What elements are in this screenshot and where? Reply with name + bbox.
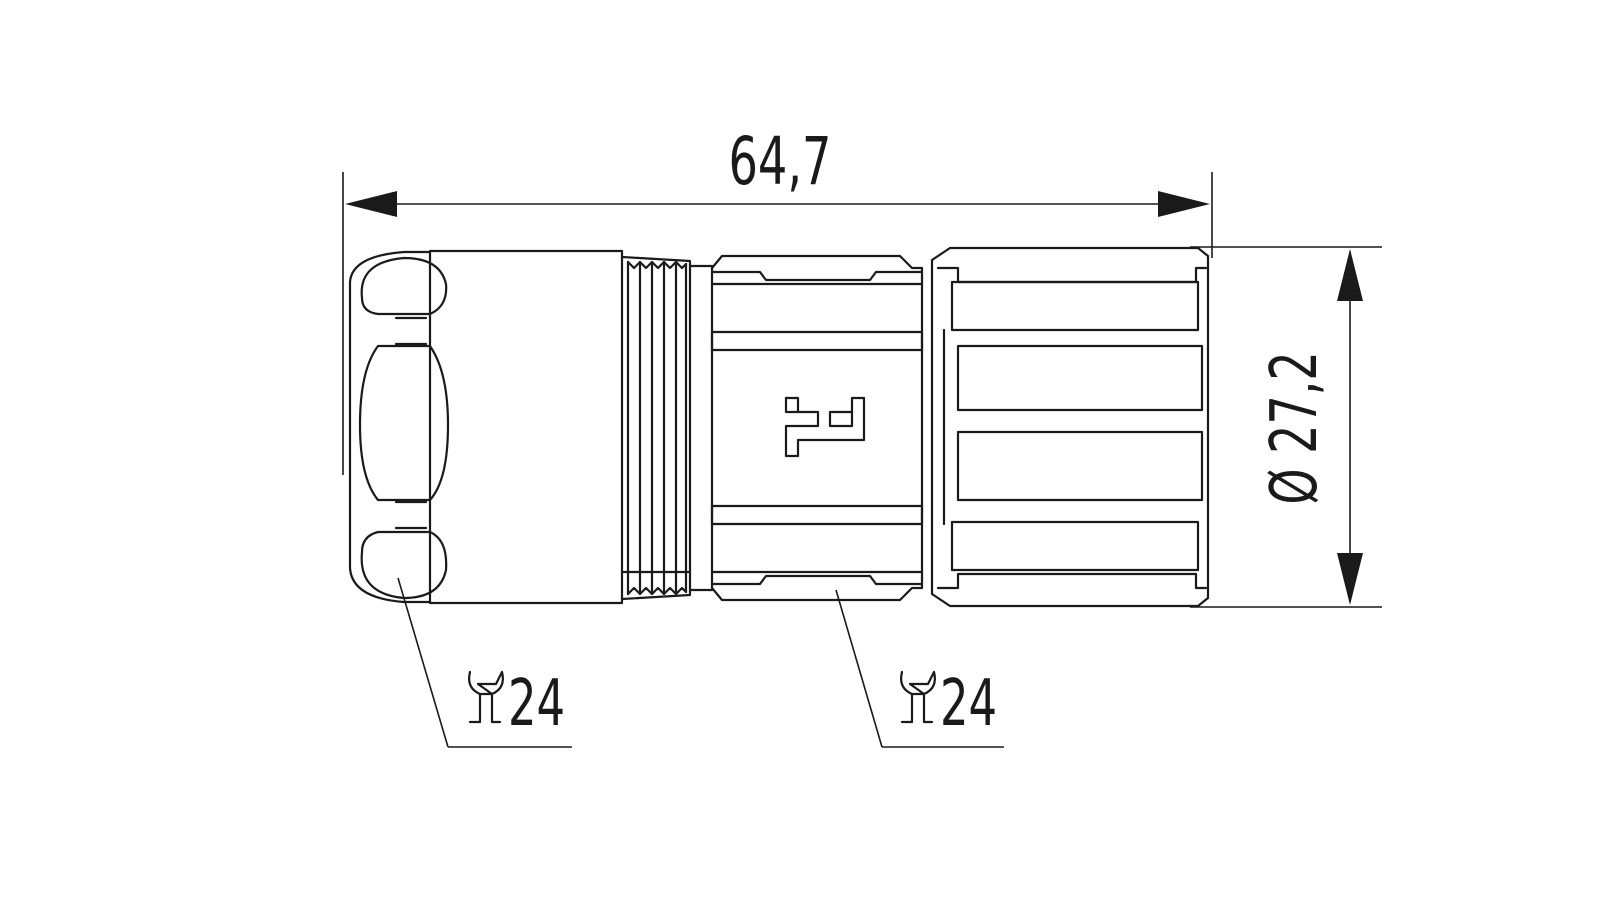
wrench-icon (900, 670, 936, 724)
wrench-size-2: 24 (940, 666, 997, 741)
wrench-callout-2: 24 (835, 589, 1004, 748)
wrench-size-1: 24 (508, 666, 565, 741)
housing-groove-bottom (710, 504, 924, 526)
arrowhead-top (1337, 249, 1363, 301)
leader-line (397, 577, 449, 748)
gland-cap (348, 250, 450, 604)
nut-rib (936, 266, 1208, 284)
arrowhead-bottom (1337, 553, 1363, 605)
thread-outline (620, 255, 692, 601)
housing-bottom-edge (710, 574, 924, 586)
nut-rib (956, 430, 1204, 502)
thread-teeth-top (626, 260, 688, 270)
coupling-housing (710, 254, 924, 602)
arrowhead-right (1158, 191, 1210, 217)
length-value: 64,7 (728, 123, 831, 200)
nut-rib (936, 572, 1208, 590)
nut-outline (930, 246, 1210, 608)
length-dimension: 64,7 (342, 123, 1213, 475)
leader-line (835, 589, 883, 748)
nut-rib (950, 520, 1200, 572)
nut-rib (950, 280, 1200, 332)
thread-section (620, 255, 714, 601)
cap-dome-top (360, 256, 448, 316)
arrowhead-left (345, 191, 397, 217)
cap-dome-bottom (360, 530, 448, 600)
diameter-dimension: Ø 27,2 (1190, 246, 1382, 608)
housing-top-edge (710, 270, 924, 282)
housing-outline (710, 254, 924, 602)
nut-rib (956, 344, 1204, 412)
knurled-nut (930, 246, 1210, 608)
wrench-icon (468, 670, 504, 724)
cap-dome-middle (358, 344, 450, 502)
thread-neck (688, 264, 714, 592)
gland-sleeve (428, 249, 624, 605)
housing-groove-top (710, 330, 924, 352)
thread-teeth-bottom (626, 586, 688, 596)
manufacturer-logo-detail (784, 396, 800, 414)
manufacturer-logo (784, 396, 866, 458)
wrench-callout-1: 24 (397, 577, 572, 748)
cap-outline (348, 250, 432, 604)
diameter-value: Ø 27,2 (1256, 351, 1331, 504)
